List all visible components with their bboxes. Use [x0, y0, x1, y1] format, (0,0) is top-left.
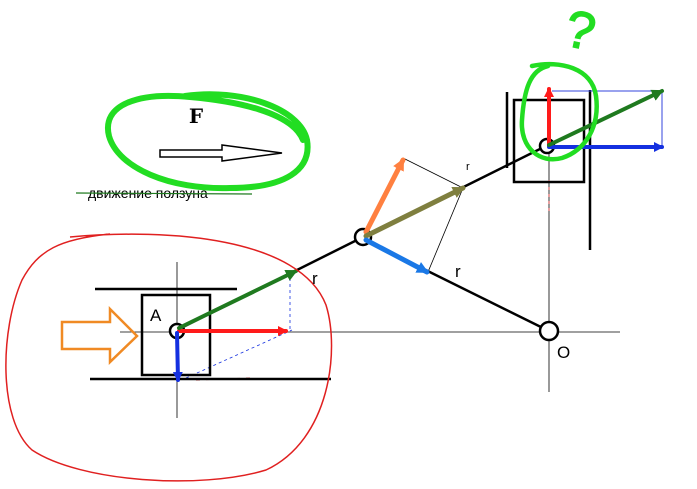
- joint-o: [538, 320, 560, 342]
- radius-label-upper: r: [466, 161, 470, 173]
- push-arrow-icon: [60, 305, 139, 365]
- slider-b-highlight-scribble: [519, 61, 599, 162]
- force-legend: F движение ползуна: [75, 91, 311, 201]
- force-highlight-scribble: [104, 91, 311, 192]
- vector-green-b: [547, 89, 664, 147]
- motion-caption-strike: [75, 192, 253, 195]
- vector-olive-joint: [363, 185, 466, 239]
- slider-b: [505, 90, 663, 250]
- parallelogram-edge-2: [427, 187, 464, 273]
- slider-a-highlight-circle: [5, 233, 333, 482]
- radius-label-mid: r: [312, 269, 318, 288]
- vector-green-a: [177, 269, 298, 330]
- question-mark: ?: [560, 0, 600, 62]
- vector-lightblue-joint: [363, 237, 430, 275]
- point-o-label: O: [557, 343, 570, 362]
- construction-dotted: [185, 278, 293, 379]
- vectors: [172, 87, 664, 382]
- force-arrow-icon: [159, 144, 283, 162]
- force-label: F: [189, 104, 203, 128]
- radius-label-lower: r: [455, 262, 461, 281]
- point-a-label: A: [150, 306, 162, 325]
- slider-a: [90, 287, 331, 381]
- vector-blue-down-a: [172, 331, 183, 382]
- parallelogram-edge-1: [402, 157, 464, 189]
- diagonal-line-a: [185, 329, 293, 379]
- vector-orange-joint: [363, 157, 406, 235]
